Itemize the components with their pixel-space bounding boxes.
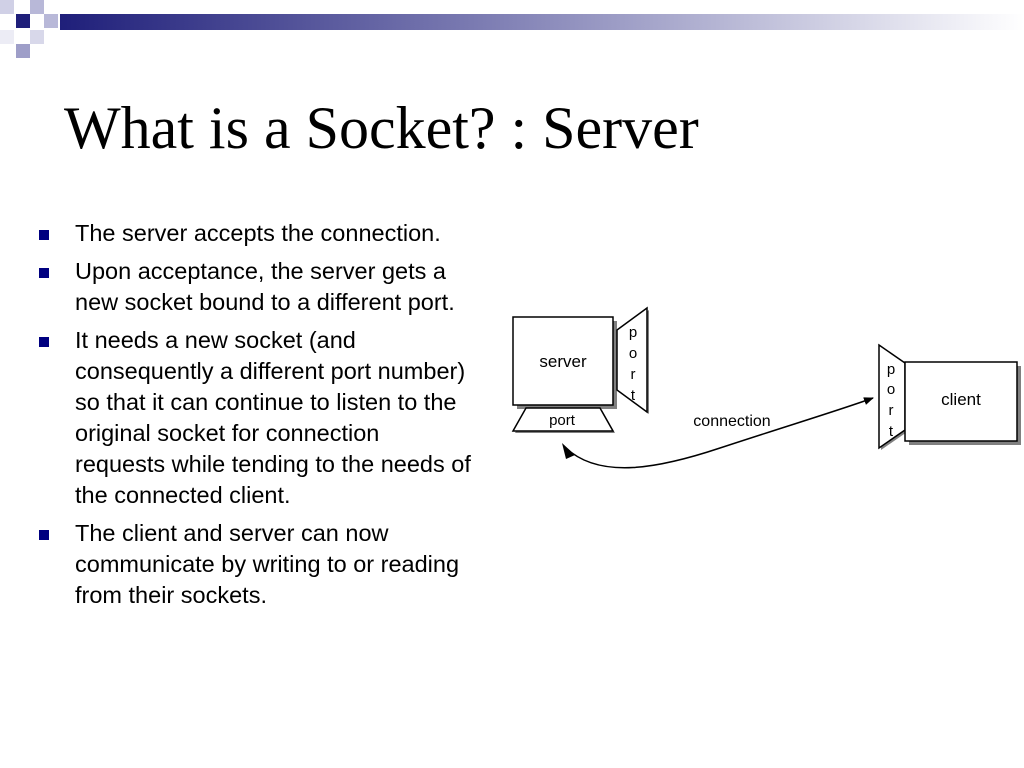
square-bullet-icon	[39, 337, 49, 347]
client-label: client	[941, 390, 981, 409]
square-bullet-icon	[39, 530, 49, 540]
new-port-label: port	[549, 412, 576, 429]
square-bullet-icon	[39, 268, 49, 278]
top-decoration-bar	[0, 0, 1024, 58]
server-listening-port: p o r t	[616, 306, 649, 414]
client-port-letter: o	[887, 381, 895, 398]
bullet-text: It needs a new socket (and consequently …	[75, 327, 471, 508]
bullet-item: It needs a new socket (and consequently …	[36, 325, 476, 511]
connection-arrow-start	[562, 443, 575, 459]
connection-arrow	[565, 397, 874, 469]
slide-title: What is a Socket? : Server	[64, 95, 699, 161]
client-box: client	[904, 361, 1021, 445]
server-port-letter: p	[629, 324, 637, 341]
socket-diagram: server p o r t port connection p o r t c…	[511, 306, 1021, 469]
server-port-letter: t	[631, 387, 636, 404]
server-new-port: port	[511, 407, 615, 433]
client-port-letter: p	[887, 361, 895, 378]
square-bullet-icon	[39, 230, 49, 240]
bullet-text: The server accepts the connection.	[75, 220, 441, 246]
bullet-text: The client and server can now communicat…	[75, 520, 460, 608]
corner-squares-icon	[0, 0, 58, 58]
bullet-item: Upon acceptance, the server gets a new s…	[36, 256, 476, 318]
connection-label: connection	[693, 413, 770, 430]
client-port-letter: t	[889, 423, 894, 440]
client-port: p o r t	[878, 343, 907, 450]
bullet-list: The server accepts the connection. Upon …	[36, 218, 476, 618]
client-port-letter: r	[889, 402, 894, 419]
server-port-letter: r	[631, 366, 636, 383]
server-port-letter: o	[629, 345, 637, 362]
bullet-text: Upon acceptance, the server gets a new s…	[75, 258, 455, 315]
bullet-item: The server accepts the connection.	[36, 218, 476, 249]
bullet-item: The client and server can now communicat…	[36, 518, 476, 611]
server-box: server	[512, 316, 617, 409]
server-label: server	[539, 352, 587, 371]
